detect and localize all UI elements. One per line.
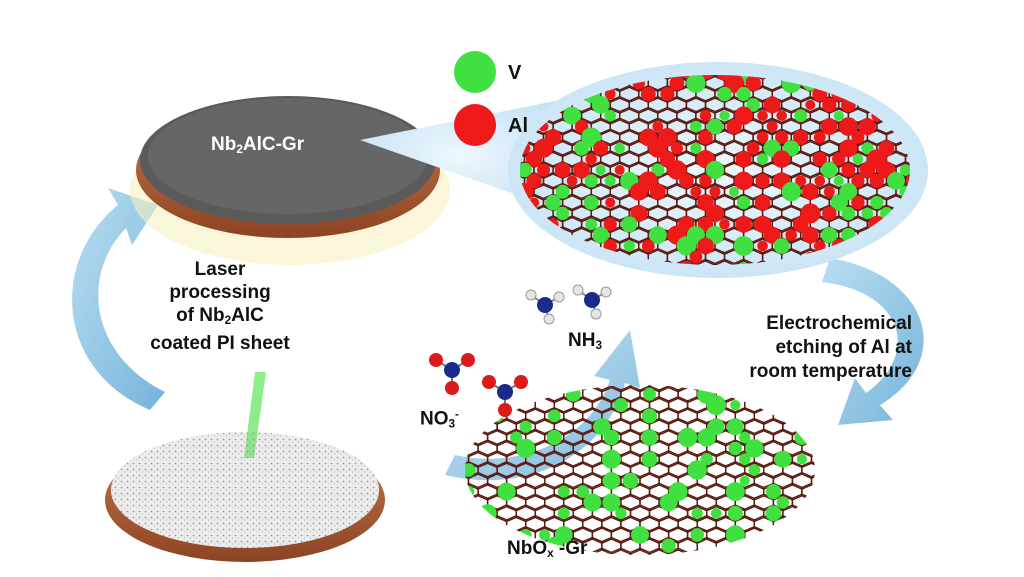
coated-disk-top (130, 96, 450, 265)
laser-beam (244, 372, 266, 458)
legend-al-label: Al (508, 115, 528, 137)
legend-v-label: V (508, 62, 522, 84)
cycle-arrow-left (72, 188, 165, 410)
pi-sheet-disk (105, 432, 385, 562)
cycle-arrow-bottom (445, 330, 640, 481)
etching-step-label: Electrochemical etching of Al at room te… (680, 312, 912, 384)
laser-step-line2: processing (169, 282, 271, 303)
legend-v-dot (454, 51, 496, 93)
etching-step-line3: room temperature (749, 361, 912, 382)
laser-step-line3: of Nb2AlC (176, 305, 264, 327)
etching-step-line2: etching of Al at (775, 337, 912, 358)
laser-step-line4: coated PI sheet (150, 332, 290, 354)
laser-step-label: Laser processing of Nb2AlC coated PI she… (130, 258, 310, 355)
disk-top-label: Nb2AlC-Gr (211, 134, 305, 156)
product-label: NbOx -Gr (507, 538, 588, 560)
no3-label: NO3- (420, 408, 459, 431)
no3-molecule (429, 353, 528, 417)
nh3-molecule (525, 284, 612, 325)
legend-al-dot (454, 104, 496, 146)
laser-step-line1: Laser (194, 259, 246, 280)
nh3-label: NH3 (568, 330, 602, 352)
etching-step-line1: Electrochemical (766, 313, 912, 334)
cycle-arrow-right (822, 258, 924, 425)
